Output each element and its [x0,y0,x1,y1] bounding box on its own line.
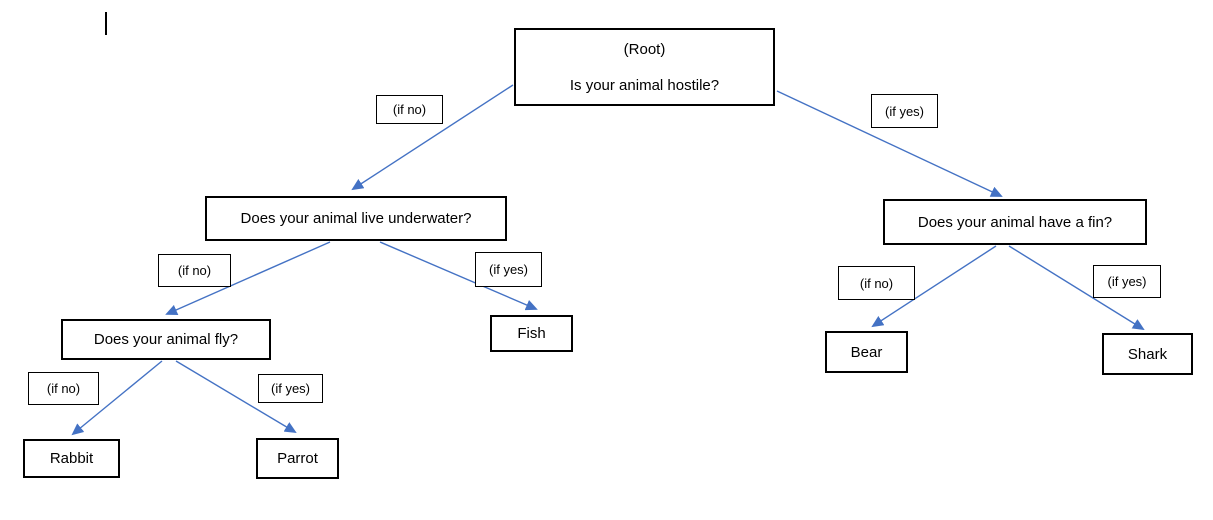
edge-label-text: (if no) [46,381,81,396]
text-cursor [105,12,107,35]
node-parrot[interactable]: Parrot [256,438,339,479]
root-title: (Root) [623,41,666,58]
connector-root-to-underwater [351,84,514,191]
root-question: Is your animal hostile? [569,77,720,94]
node-label: Rabbit [49,450,94,467]
node-label: Parrot [277,450,318,467]
node-fly-question[interactable]: Does your animal fly? [61,319,271,360]
edge-label-text: (if no) [859,275,894,291]
edge-label-text: (if yes) [885,103,924,119]
edge-label-fin-yes[interactable]: (if yes) [1093,265,1161,298]
node-rabbit[interactable]: Rabbit [23,439,120,478]
edge-label-text: (if no) [177,263,212,278]
edge-label-underwater-yes[interactable]: (if yes) [475,252,542,287]
edge-label-root-no[interactable]: (if no) [376,95,443,124]
edge-label-text: (if yes) [1107,274,1147,289]
node-label: Does your animal fly? [93,331,239,348]
node-shark[interactable]: Shark [1102,333,1193,375]
connector-root-to-fin [776,90,1003,197]
edge-label-root-yes[interactable]: (if yes) [871,94,938,128]
connector-fly-to-parrot [175,360,297,434]
connector-underwater-to-fish [379,241,538,311]
node-label: Does your animal live underwater? [240,210,472,227]
node-fish[interactable]: Fish [490,315,573,352]
node-fin-question[interactable]: Does your animal have a fin? [883,199,1147,245]
edge-label-text: (if yes) [271,381,310,396]
node-bear[interactable]: Bear [825,331,908,373]
node-label: Bear [850,343,883,361]
node-label: Fish [517,325,546,342]
edge-label-fly-no[interactable]: (if no) [28,372,99,405]
node-underwater-question[interactable]: Does your animal live underwater? [205,196,507,241]
edge-label-text: (if no) [392,102,427,117]
node-label: Shark [1127,345,1168,363]
connector-fin-to-shark [1008,245,1145,331]
edge-label-text: (if yes) [489,262,528,277]
connector-fin-to-bear [871,245,997,328]
node-root[interactable]: (Root) Is your animal hostile? [514,28,775,106]
edge-label-fly-yes[interactable]: (if yes) [258,374,323,403]
edge-label-underwater-no[interactable]: (if no) [158,254,231,287]
node-label: Does your animal have a fin? [917,213,1113,231]
connector-fly-to-rabbit [71,360,163,436]
edge-label-fin-no[interactable]: (if no) [838,266,915,300]
connector-underwater-to-fly [165,241,331,315]
